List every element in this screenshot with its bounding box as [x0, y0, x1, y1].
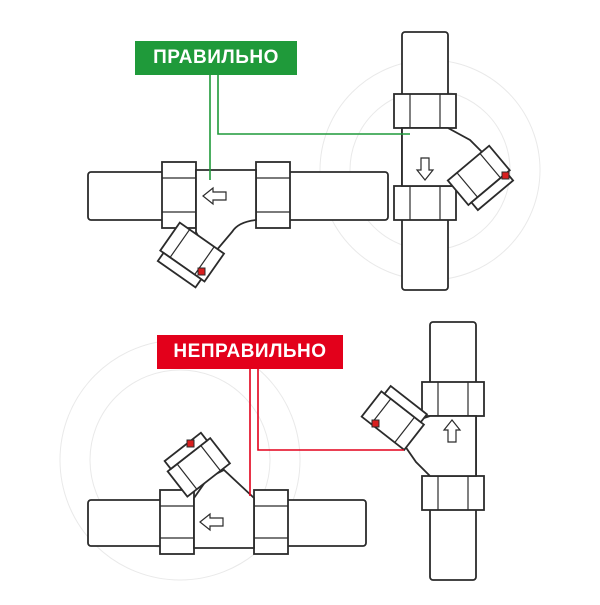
drain-plug-icon	[197, 267, 206, 276]
label-wrong: НЕПРАВИЛЬНО	[157, 335, 343, 369]
flow-arrow-icon	[202, 186, 227, 206]
label-correct-text: ПРАВИЛЬНО	[153, 47, 279, 68]
label-wrong-text: НЕПРАВИЛЬНО	[173, 341, 327, 362]
union-nut-bottom	[393, 185, 457, 221]
union-nut-right	[255, 161, 291, 229]
wrong-vertical-installation	[360, 321, 485, 581]
label-correct: ПРАВИЛЬНО	[135, 41, 297, 75]
flow-arrow-icon	[199, 512, 224, 532]
drain-plug-icon	[371, 419, 380, 428]
union-nut-bottom	[421, 475, 485, 511]
union-nut-top	[393, 93, 457, 129]
drain-plug-icon	[501, 171, 510, 180]
correct-vertical-installation	[393, 31, 515, 291]
flow-arrow-icon	[442, 419, 462, 443]
wrong-leader-lines	[249, 369, 404, 496]
flow-arrow-icon	[415, 157, 435, 181]
union-nut-right	[253, 489, 289, 555]
wrong-horizontal-installation	[87, 431, 367, 555]
drain-plug-icon	[186, 439, 195, 448]
union-nut-top	[421, 381, 485, 417]
correct-horizontal-installation	[87, 161, 389, 289]
correct-leader-lines	[209, 75, 410, 180]
union-nut-left	[159, 489, 195, 555]
union-nut-left	[161, 161, 197, 229]
